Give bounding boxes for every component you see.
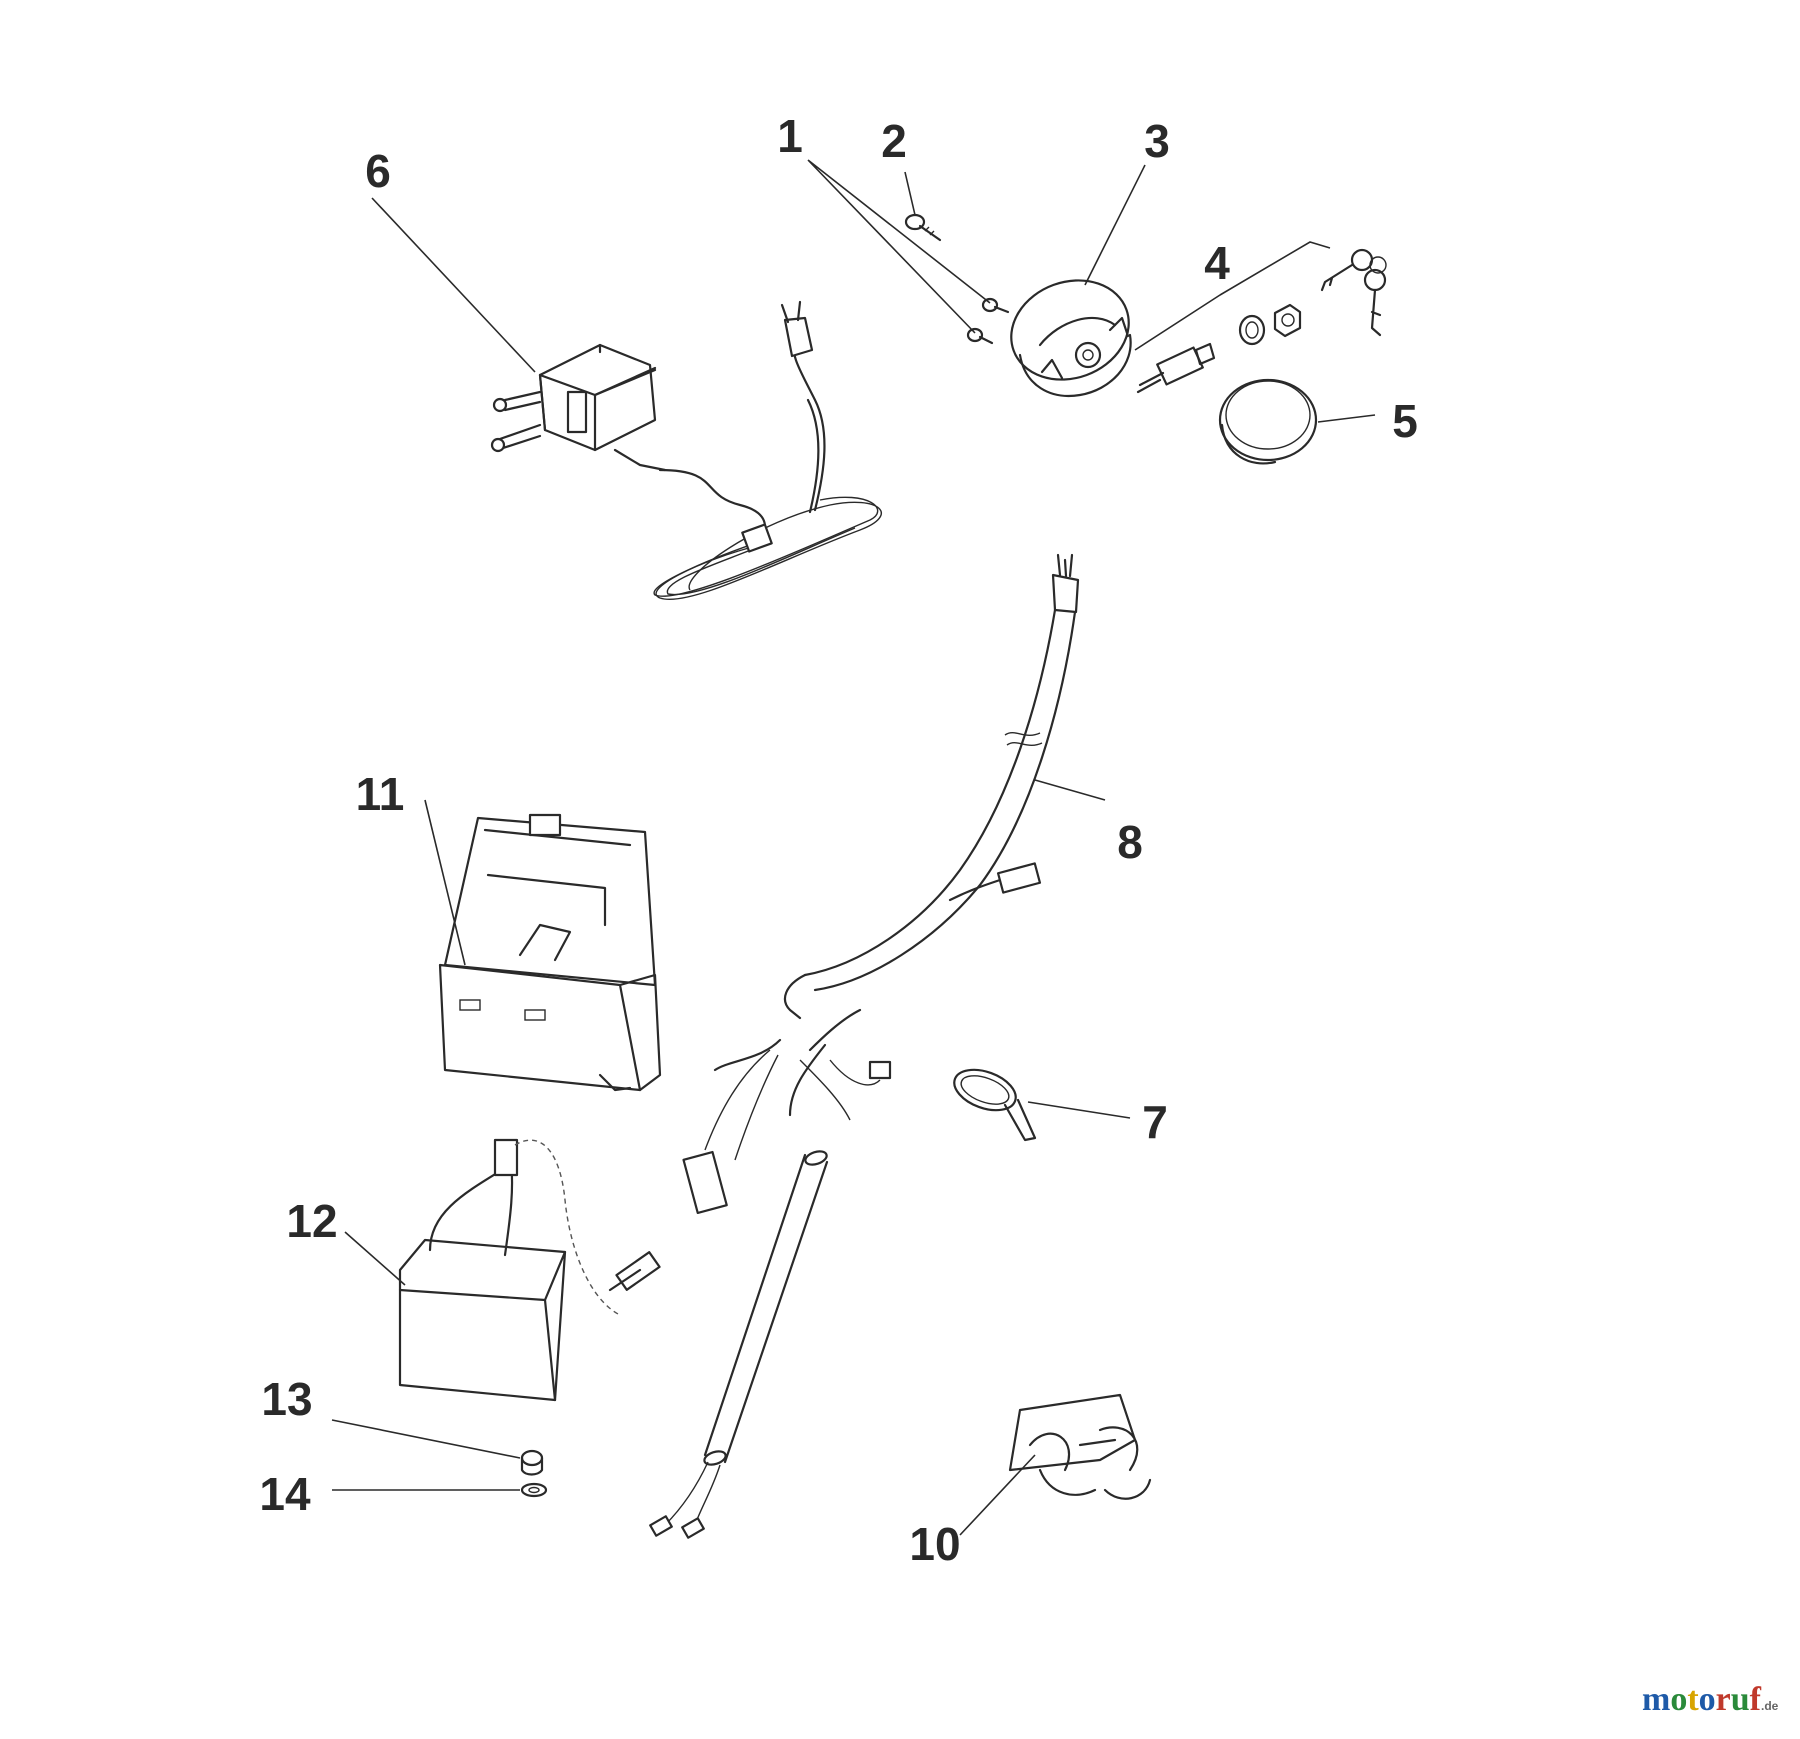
watermark-letter: f bbox=[1750, 1681, 1762, 1718]
callout-4: 4 bbox=[1204, 237, 1230, 289]
callout-12: 12 bbox=[286, 1195, 337, 1247]
callout-1: 1 bbox=[777, 110, 803, 162]
watermark-letter: o bbox=[1670, 1681, 1687, 1718]
callout-3: 3 bbox=[1144, 115, 1170, 167]
callout-2: 2 bbox=[881, 115, 907, 167]
part-4-key-switch bbox=[1134, 241, 1387, 394]
watermark-letter: m bbox=[1642, 1681, 1670, 1718]
part-2-screw bbox=[904, 213, 942, 242]
part-1-screws bbox=[966, 297, 1010, 345]
part-3-switch-housing bbox=[1010, 279, 1132, 398]
callout-6: 6 bbox=[365, 145, 391, 197]
part-7-cable-tie bbox=[953, 1068, 1037, 1142]
part-13-cap-nut bbox=[520, 1449, 544, 1476]
watermark-suffix: .de bbox=[1761, 1699, 1779, 1713]
callout-13: 13 bbox=[261, 1373, 312, 1425]
part-14-washer bbox=[520, 1482, 548, 1498]
watermark-letter: r bbox=[1716, 1681, 1731, 1718]
part-6-charger bbox=[490, 300, 882, 600]
watermark-letter: u bbox=[1731, 1681, 1750, 1718]
callout-7: 7 bbox=[1142, 1096, 1168, 1148]
watermark-letter: t bbox=[1687, 1681, 1699, 1718]
callout-5: 5 bbox=[1392, 395, 1418, 447]
part-12-battery bbox=[398, 1138, 661, 1402]
callout-8: 8 bbox=[1117, 816, 1143, 868]
part-11-battery-holder bbox=[438, 813, 662, 1092]
part-8-harness bbox=[649, 553, 1080, 1539]
callout-14: 14 bbox=[259, 1468, 311, 1520]
callout-11: 11 bbox=[356, 768, 405, 820]
part-10-clip bbox=[1008, 1393, 1152, 1500]
leader-lines bbox=[331, 159, 1376, 1536]
watermark-letter: o bbox=[1699, 1681, 1716, 1718]
callout-labels: 1 2 3 4 5 6 7 8 10 11 12 13 14 bbox=[259, 110, 1417, 1570]
part-5-cap bbox=[1218, 378, 1318, 465]
watermark-logo: motoruf.de bbox=[1642, 1681, 1779, 1718]
callout-10: 10 bbox=[909, 1518, 960, 1570]
